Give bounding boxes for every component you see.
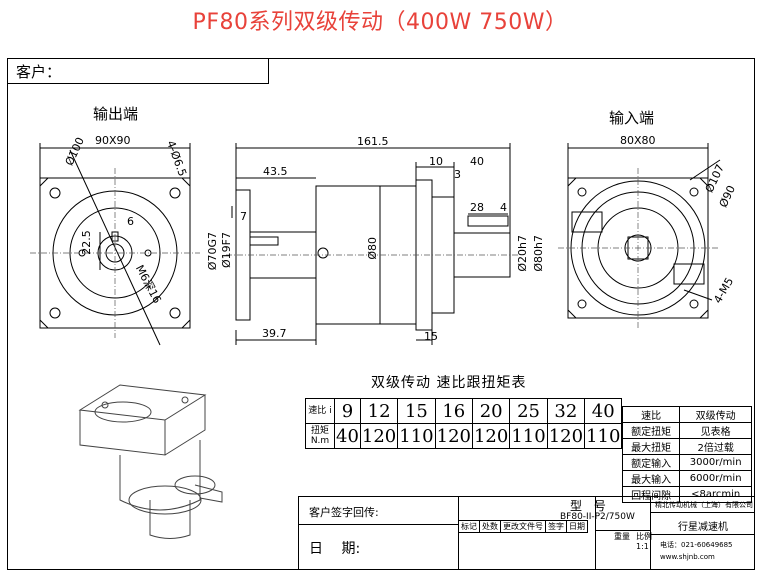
drawing-frame: [7, 58, 755, 570]
dim-39-7: 39.7: [262, 327, 287, 340]
page-title: PF80系列双级传动（400W 750W）: [192, 10, 568, 35]
sign-label: 客户签字回传:: [309, 506, 379, 519]
date-label: 日 期:: [309, 541, 361, 557]
phone: 电话：021-60649685: [660, 541, 733, 549]
dim-10: 10: [429, 155, 443, 168]
dim-phi80h7: Ø80h7: [532, 235, 545, 272]
spec-value: 3000r/min: [679, 454, 752, 471]
torque-cell: 120: [434, 423, 473, 449]
dim-28: 28: [470, 201, 484, 214]
website: www.shjnb.com: [660, 553, 715, 561]
spec-key: 最大扭矩: [621, 438, 681, 455]
torque-cell: 110: [509, 423, 548, 449]
dim-90x90: 90X90: [95, 134, 131, 147]
rev-header: 签字: [545, 520, 567, 533]
dim-22-5: 22.5: [79, 230, 93, 255]
ratio-cell: 12: [359, 398, 399, 424]
title-block: [298, 496, 755, 570]
ratio-cell: 9: [334, 398, 361, 424]
dim-phi70g7: Ø70G7: [206, 232, 219, 271]
mount-hole: [49, 187, 61, 199]
torque-row: 扭矩 N.m 40 120 110 120 120 110 120 110: [305, 423, 623, 449]
ratio-cell: 15: [397, 398, 436, 424]
scale-value: 1:1: [636, 542, 649, 551]
ratio-cell: 16: [434, 398, 473, 424]
model-value: BF80-II-P2/750W: [560, 512, 635, 522]
title-block-divider: [595, 530, 650, 531]
ratio-cell: 20: [471, 398, 511, 424]
model-label: 型 号: [570, 499, 606, 513]
ratio-table-title: 双级传动 速比跟扭矩表: [371, 375, 527, 391]
dim-4: 4: [500, 201, 507, 214]
ratio-cell: 25: [509, 398, 548, 424]
dim-43-5: 43.5: [263, 165, 288, 178]
rev-header: 更改文件号: [500, 520, 546, 533]
dim-6: 6: [127, 215, 134, 228]
dim-80x80: 80X80: [620, 134, 656, 147]
output-end-label: 输出端: [93, 105, 139, 123]
dim-161-5: 161.5: [357, 135, 389, 148]
spec-value: 双级传动: [679, 406, 752, 423]
torque-cell: 40: [334, 423, 361, 449]
company-name: 精北传动机械（上海）有限公司: [655, 501, 753, 509]
spec-value: <8arcmin: [679, 486, 752, 503]
torque-cell: 110: [584, 423, 623, 449]
rev-header: 日期: [566, 520, 588, 533]
torque-cell: 120: [359, 423, 399, 449]
dim-phi19f7: Ø19F7: [220, 232, 233, 268]
spec-key: 额定扭矩: [621, 422, 681, 439]
weight-label: 重量: [614, 532, 630, 541]
spec-key: 最大输入: [621, 470, 681, 487]
spec-value: 6000r/min: [679, 470, 752, 487]
spec-row: 回程间隙<8arcmin: [621, 486, 752, 503]
input-end-label: 输入端: [609, 109, 655, 127]
dim-15: 15: [424, 330, 438, 343]
rev-header: 标记: [458, 520, 480, 533]
title-block-divider: [595, 496, 596, 570]
mount-hole: [169, 187, 181, 199]
rev-header: 处数: [479, 520, 501, 533]
ratio-row: 速比 i 9 12 15 16 20 25 32 40: [305, 398, 623, 424]
spec-value: 见表格: [679, 422, 752, 439]
product-name: 行星减速机: [678, 522, 728, 533]
torque-cell: 110: [397, 423, 436, 449]
dim-7: 7: [240, 210, 247, 223]
ratio-cell: 32: [546, 398, 586, 424]
dim-phi80: Ø80: [366, 237, 379, 260]
scale-label: 比例: [636, 532, 652, 541]
title-block-divider: [650, 496, 651, 570]
ratio-row-header: 速比 i: [305, 398, 335, 424]
title-block-divider: [458, 496, 459, 570]
revision-table: 标记 处数 更改文件号 签字 日期: [458, 520, 588, 533]
spec-value: 2倍过载: [679, 438, 752, 455]
torque-cell: 120: [471, 423, 511, 449]
input-flange-outline: [567, 177, 709, 319]
mount-hole: [49, 307, 61, 319]
torque-cell: 120: [546, 423, 586, 449]
title-block-divider: [650, 534, 755, 535]
ratio-torque-table: 速比 i 9 12 15 16 20 25 32 40 扭矩 N.m 40 12…: [305, 398, 623, 449]
spec-row: 速比双级传动: [621, 406, 752, 423]
title-block-divider: [650, 512, 755, 513]
title-block-divider: [298, 524, 458, 525]
dim-40: 40: [470, 155, 484, 168]
ratio-cell: 40: [584, 398, 623, 424]
spec-row: 额定扭矩见表格: [621, 422, 752, 439]
dim-3: 3: [454, 168, 461, 181]
spec-key: 速比: [621, 406, 681, 423]
customer-field: 客户：: [7, 58, 269, 84]
dim-phi20h7: Ø20h7: [516, 235, 529, 272]
torque-row-header: 扭矩 N.m: [305, 423, 335, 449]
mount-hole: [169, 307, 181, 319]
spec-key: 额定输入: [621, 454, 681, 471]
